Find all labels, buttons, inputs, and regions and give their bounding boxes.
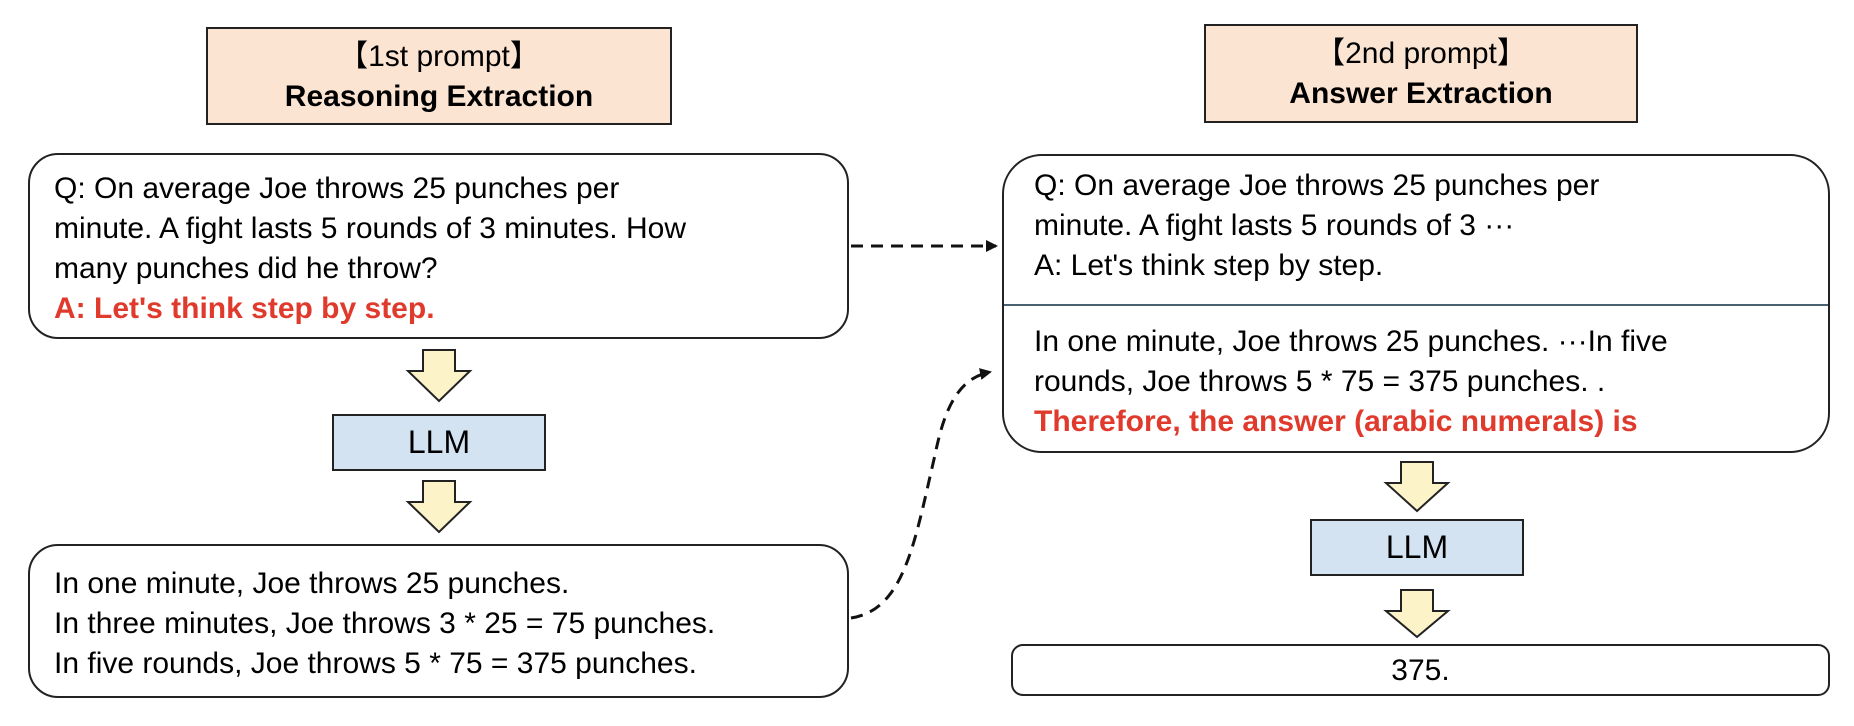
llm-label: LLM: [1385, 529, 1449, 565]
reasoning-line: rounds, Joe throws 5 * 75 = 375 punches.…: [1034, 365, 1606, 398]
second-prompt-question-section: Q: On average Joe throws 25 punches per …: [1004, 156, 1828, 306]
first-prompt-question-box: Q: On average Joe throws 25 punches per …: [28, 153, 849, 339]
final-answer-box: 375.: [1011, 644, 1830, 696]
first-prompt-output-box: In one minute, Joe throws 25 punches. In…: [28, 544, 849, 698]
down-arrow-icon: [405, 349, 473, 403]
second-prompt-reasoning-section: In one minute, Joe throws 25 punches. ··…: [1004, 308, 1828, 442]
question-line: Q: On average Joe throws 25 punches per: [1034, 169, 1600, 202]
second-prompt-box: Q: On average Joe throws 25 punches per …: [1002, 154, 1830, 453]
llm-box-second: LLM: [1310, 519, 1524, 576]
down-arrow-icon: [1383, 461, 1451, 513]
dashed-arrow-reasoning-to-second-prompt: [850, 368, 992, 620]
second-prompt-label: 【2nd prompt】: [1315, 37, 1527, 70]
answer-trigger: Therefore, the answer (arabic numerals) …: [1034, 405, 1638, 438]
down-arrow-icon: [405, 480, 473, 534]
llm-label: LLM: [407, 424, 471, 460]
question-line: minute. A fight lasts 5 rounds of 3 minu…: [54, 212, 686, 245]
second-prompt-title: Answer Extraction: [1289, 77, 1553, 110]
down-arrow-icon: [1383, 589, 1451, 639]
question-line: minute. A fight lasts 5 rounds of 3 ···: [1034, 209, 1515, 242]
reasoning-trigger: A: Let's think step by step.: [54, 292, 435, 325]
question-line: many punches did he throw?: [54, 252, 438, 285]
first-prompt-header: 【1st prompt】 Reasoning Extraction: [206, 27, 672, 125]
reasoning-line: In one minute, Joe throws 25 punches. ··…: [1034, 325, 1668, 358]
first-prompt-label: 【1st prompt】: [338, 40, 540, 73]
llm-box-first: LLM: [332, 414, 546, 471]
output-line: In five rounds, Joe throws 5 * 75 = 375 …: [54, 647, 697, 680]
question-line: Q: On average Joe throws 25 punches per: [54, 172, 620, 205]
second-prompt-header: 【2nd prompt】 Answer Extraction: [1204, 24, 1638, 123]
final-answer: 375.: [1391, 654, 1450, 687]
output-line: In three minutes, Joe throws 3 * 25 = 75…: [54, 607, 716, 640]
first-prompt-title: Reasoning Extraction: [284, 80, 594, 113]
output-line: In one minute, Joe throws 25 punches.: [54, 567, 570, 600]
question-line: A: Let's think step by step.: [1034, 249, 1384, 282]
